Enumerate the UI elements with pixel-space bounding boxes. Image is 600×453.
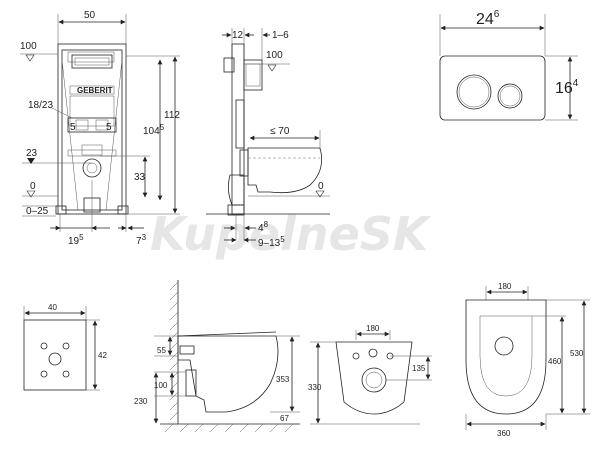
label-4: 48	[258, 220, 269, 234]
label-0: 0	[30, 181, 36, 192]
bowl-outlet	[361, 367, 387, 393]
flush-plate	[439, 55, 546, 121]
rear-330: 330	[308, 383, 322, 392]
label-112: 112	[164, 110, 180, 121]
seat-opening	[494, 336, 514, 356]
drain-outlet	[82, 158, 102, 178]
install-plate	[23, 319, 87, 391]
flush-button-small	[497, 83, 523, 109]
top-530: 530	[570, 349, 584, 358]
label-23: 23	[26, 148, 38, 159]
frame-width-label: 50	[84, 10, 96, 21]
label-side-0: 0	[318, 181, 324, 192]
top-460: 460	[548, 357, 562, 366]
label-19: 195	[68, 233, 84, 247]
bowl-side-view: 55 100 230 353 67	[134, 280, 300, 433]
flush-button-large	[456, 74, 492, 110]
top-360: 360	[497, 429, 511, 438]
plate-width-label: 246	[476, 9, 500, 28]
install-plate-height: 42	[98, 351, 107, 360]
label-104: 1045	[143, 123, 165, 137]
install-plate-width: 40	[48, 303, 57, 312]
bowl-top-shape	[465, 299, 547, 415]
label-1-6: 1–6	[272, 30, 289, 41]
top-180: 180	[498, 282, 512, 291]
rear-135: 135	[412, 364, 426, 373]
label-100: 100	[20, 41, 37, 52]
label-33: 33	[134, 172, 146, 183]
frame-side-view: 12 1–6 100 ≤ 70 0 48 9–135	[206, 28, 330, 249]
watermark: KupelneSK	[150, 207, 432, 261]
bowl-rear-view: 180 135 330	[308, 324, 432, 425]
label-7: 73	[136, 233, 147, 247]
label-5-left: 5	[70, 122, 76, 133]
bowl-100: 100	[154, 381, 168, 390]
label-0-25: 0–25	[26, 206, 49, 217]
label-9-13: 9–135	[258, 235, 285, 249]
install-plate-view: 40 42	[23, 303, 107, 391]
plate-height-label: 164	[555, 78, 579, 97]
label-12: 12	[232, 30, 244, 41]
label-le70: ≤ 70	[270, 126, 290, 137]
brand-logo: GEBERIT	[77, 86, 113, 95]
rear-180: 180	[366, 324, 380, 333]
bowl-top-view: 180 460 530 360	[465, 282, 590, 438]
bowl-353: 353	[276, 375, 290, 384]
bowl-230: 230	[134, 397, 148, 406]
bowl-side-shape	[177, 335, 279, 413]
label-side-100: 100	[266, 50, 283, 61]
bowl-67: 67	[280, 414, 289, 423]
frame-front-view: 50 GEBERIT 100 18/23 5 5 2	[20, 10, 180, 247]
cistern-window	[71, 54, 113, 69]
label-18-23: 18/23	[28, 100, 53, 111]
flush-plate-view: 246 164	[439, 9, 579, 121]
label-5-right: 5	[106, 122, 112, 133]
bowl-55: 55	[157, 346, 166, 355]
bowl-rear-shape	[335, 341, 413, 415]
